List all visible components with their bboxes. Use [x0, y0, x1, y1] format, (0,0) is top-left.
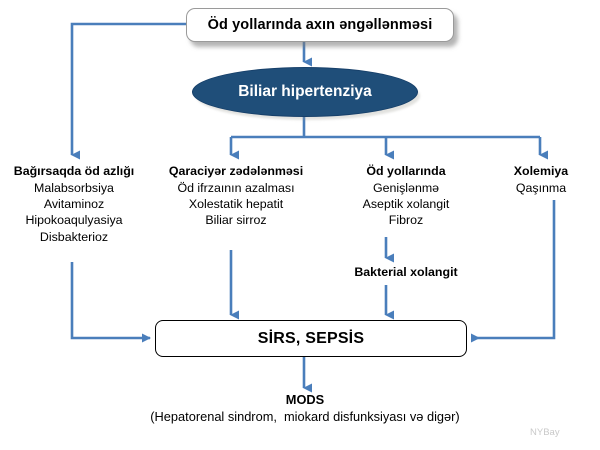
- node-bacterial-cholangitis-label: Bakterial xolangit: [354, 265, 458, 279]
- column-2-item-1: Xolestatik hepatit: [188, 197, 284, 212]
- node-bile-flow-obstruction-label: Öd yollarında axın əngəllənməsi: [207, 17, 433, 33]
- column-2-item-0: Öd ifrzaının azalması: [177, 181, 295, 196]
- column-2-heading: Qaraciyər zədələnməsi: [168, 164, 304, 178]
- column-bile-ducts: Öd yollarında Genişlənmə Aseptik xolangi…: [325, 163, 487, 229]
- column-1-heading: Bağırsaqda öd azlığı: [13, 164, 135, 178]
- column-3-item-2: Fibroz: [388, 213, 424, 228]
- column-4-heading: Xolemiya: [513, 164, 569, 178]
- node-mods-label: MODS: [285, 392, 325, 407]
- node-bacterial-cholangitis: Bakterial xolangit: [325, 265, 487, 279]
- wire-col4-to-sirs: [471, 200, 556, 343]
- column-4-item-0: Qaşınma: [515, 181, 567, 196]
- wire-col1-to-sirs: [70, 262, 151, 343]
- column-1-item-1: Avitaminoz: [43, 197, 105, 212]
- column-2-item-2: Biliar sirroz: [205, 213, 267, 228]
- column-liver-damage: Qaraciyər zədələnməsi Öd ifrzaının azalm…: [150, 163, 322, 229]
- column-1-item-2: Hipokoaqulyasiya: [25, 213, 123, 228]
- node-sirs-sepsis[interactable]: SİRS, SEPSİS: [155, 320, 467, 357]
- column-3-item-1: Aseptik xolangit: [362, 197, 450, 212]
- watermark: NYBay: [530, 427, 560, 438]
- node-biliary-hypertension[interactable]: Biliar hipertenziya: [192, 67, 418, 117]
- wire-topbox-to-col1: [70, 22, 186, 160]
- column-cholemia: Xolemiya Qaşınma: [482, 163, 600, 196]
- node-bile-flow-obstruction[interactable]: Öd yollarında axın əngəllənməsi: [186, 8, 454, 42]
- column-intestinal-bile-deficiency: Bağırsaqda öd azlığı Malabsorbsiya Avita…: [0, 163, 148, 245]
- column-1-item-0: Malabsorbsiya: [34, 181, 114, 196]
- node-sirs-sepsis-label: SİRS, SEPSİS: [257, 329, 365, 347]
- column-3-heading: Öd yollarında: [366, 164, 446, 178]
- column-3-item-0: Genişlənmə: [372, 181, 440, 196]
- node-biliary-hypertension-label: Biliar hipertenziya: [238, 83, 372, 100]
- column-1-item-3: Disbakterioz: [39, 229, 109, 244]
- node-mods: MODS (Hepatorenal sindrom, miokard disfu…: [120, 392, 490, 426]
- node-mods-detail: (Hepatorenal sindrom, miokard disfunksiy…: [150, 408, 460, 424]
